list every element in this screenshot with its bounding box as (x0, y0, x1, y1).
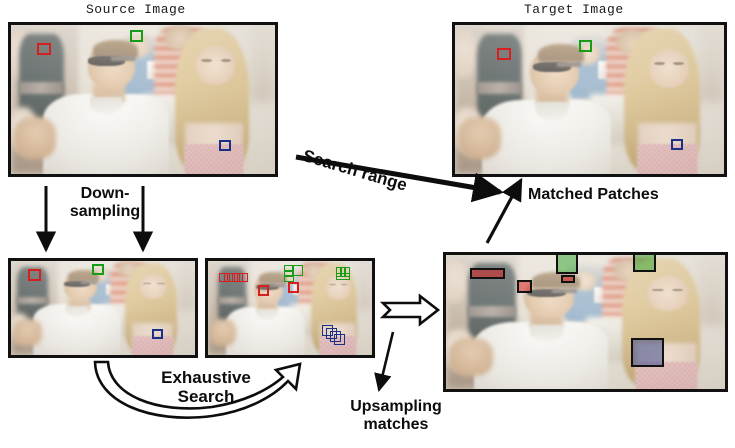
cluster-red-single-mid[interactable] (288, 282, 299, 293)
source-patch-blue[interactable] (219, 140, 231, 151)
cluster-red-single-face[interactable] (258, 285, 269, 296)
match-box-green-right[interactable] (633, 255, 656, 272)
arrow-upsampling-block (379, 293, 441, 327)
label-matched-patches: Matched Patches (528, 186, 659, 203)
downsampled-patch-blue[interactable] (152, 329, 163, 339)
target-patch-green[interactable] (579, 40, 592, 52)
exhaustive-search-panel[interactable] (205, 258, 375, 358)
label-downsampling: Down- sampling (69, 185, 141, 220)
source-image-title: Source Image (86, 2, 186, 17)
upsampled-matches-panel[interactable] (443, 252, 728, 392)
source-patch-red[interactable] (37, 43, 51, 55)
match-box-green-left[interactable] (556, 255, 578, 274)
arrow-matched-patches (485, 177, 523, 244)
target-image-panel[interactable] (452, 22, 727, 177)
label-search-range: Search range (300, 146, 410, 195)
source-patch-green[interactable] (130, 30, 143, 42)
match-box-blue[interactable] (631, 338, 664, 367)
target-patch-blue[interactable] (671, 139, 683, 150)
match-box-red-small[interactable] (561, 275, 575, 283)
source-image-panel[interactable] (8, 22, 278, 177)
downsampled-patch-green[interactable] (92, 264, 104, 275)
arrow-upsampling-matches (374, 331, 395, 393)
label-upsampling-matches: Upsampling matches (350, 398, 442, 433)
match-box-red-glasses[interactable] (517, 280, 532, 293)
label-exhaustive-search: Exhaustive Search (161, 368, 251, 407)
match-box-red-wide[interactable] (470, 268, 505, 279)
downsampled-source-panel[interactable] (8, 258, 198, 358)
target-image-title: Target Image (524, 2, 624, 17)
downsampled-patch-red[interactable] (28, 269, 41, 281)
target-patch-red[interactable] (497, 48, 511, 60)
